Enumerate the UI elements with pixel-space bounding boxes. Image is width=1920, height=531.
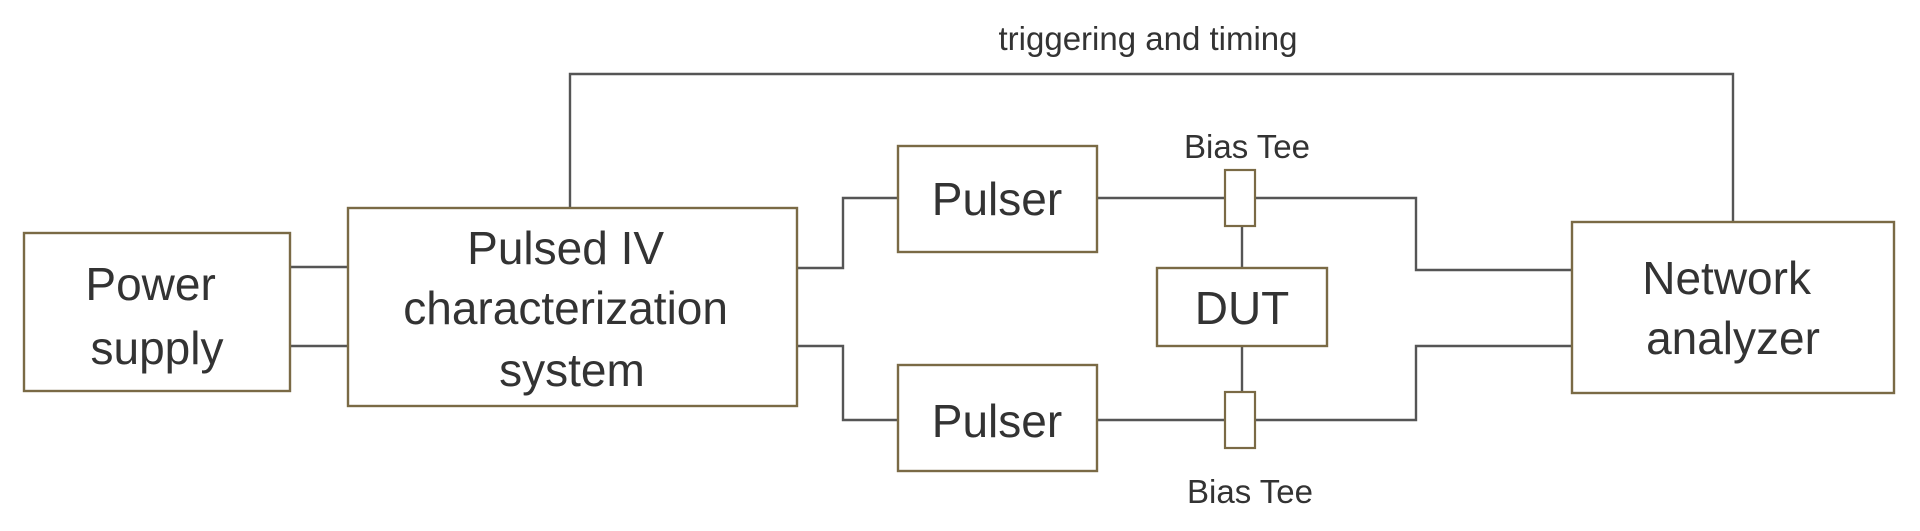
tee-bottom-to-analyzer xyxy=(1255,344,1572,422)
trigger-timing-line xyxy=(568,72,1735,222)
bias-tee-bottom xyxy=(1223,390,1257,450)
bias-tee-top xyxy=(1223,168,1257,228)
pulsed-iv-label: Pulsed IV characterization system xyxy=(403,222,741,396)
network-analyzer-block xyxy=(1570,220,1896,395)
power-supply-block xyxy=(22,231,292,393)
network-analyzer-label: Network analyzer xyxy=(1642,252,1824,364)
iv-to-pulser-top xyxy=(797,196,898,270)
pulser-bottom-label: Pulser xyxy=(932,395,1062,447)
bias-tee-top-label: Bias Tee xyxy=(1184,128,1310,165)
tee-top-to-analyzer xyxy=(1255,196,1572,272)
power-supply-label: Power supply xyxy=(85,258,228,374)
dut-block xyxy=(1155,266,1329,348)
pulser-top-block xyxy=(896,144,1099,254)
pulsed-iv-block xyxy=(346,206,799,408)
pulser-bottom-block xyxy=(896,363,1099,473)
iv-to-pulser-bottom xyxy=(797,344,898,422)
dut-label: DUT xyxy=(1195,282,1290,334)
bias-tee-bottom-label: Bias Tee xyxy=(1187,473,1313,510)
triggering-timing-label: triggering and timing xyxy=(999,20,1298,57)
pulser-top-label: Pulser xyxy=(932,173,1062,225)
